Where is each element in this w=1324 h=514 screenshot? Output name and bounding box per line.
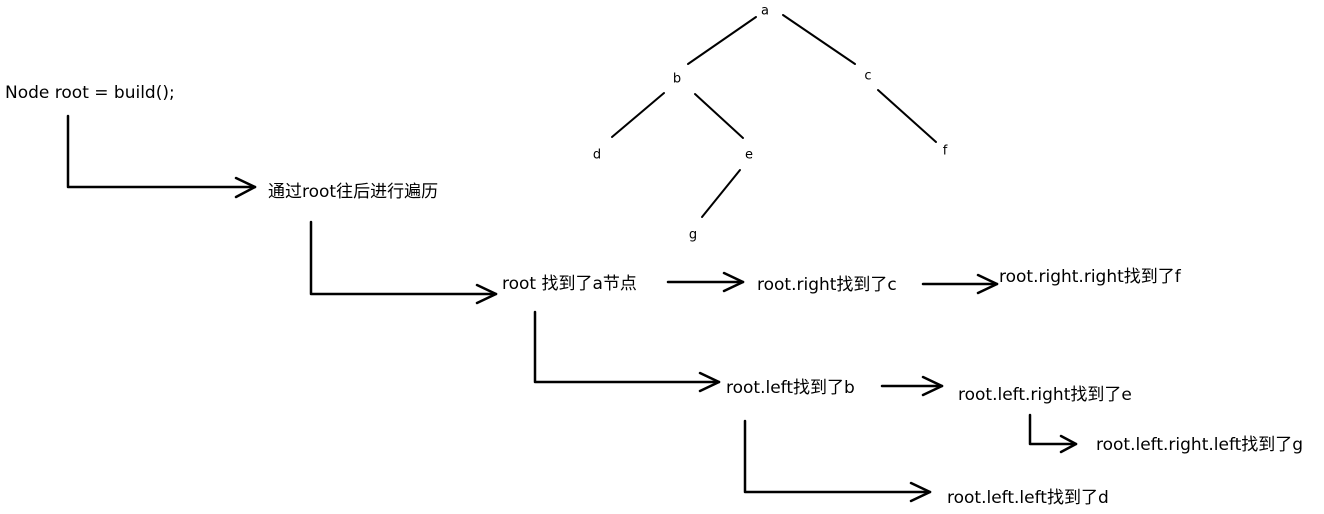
flow-arrowhead-root-a-to-right-c [722,271,745,293]
tree-edge-c-f [877,89,937,143]
flow-label-left-right-e: root.left.right找到了e [958,385,1132,405]
tree-node-b: b [672,71,682,87]
tree-edge-a-c [782,14,856,65]
flow-label-start: Node root = build(); [5,83,175,103]
flow-arrowhead-root-a-to-left-b [698,371,721,393]
flow-arrow-traverse-to-root-a [309,220,498,296]
flow-label-root-a: root 找到了a节点 [502,274,637,294]
flow-arrowhead-left-right-e-to-left-right-left-g [1059,434,1078,454]
flow-label-right-right-f: root.right.right找到了f [999,267,1181,287]
flow-arrowhead-left-b-to-left-right-e [921,375,944,397]
tree-node-g: g [688,227,698,243]
flow-arrowhead-traverse-to-root-a [475,283,498,305]
tree-edge-a-b [687,16,757,65]
flow-arrowhead-start-to-traverse [234,176,257,199]
flow-label-right-c: root.right找到了c [757,275,897,295]
flow-arrowhead-right-c-to-right-right-f [976,273,999,295]
tree-node-d: d [592,147,602,163]
flow-arrowhead-left-b-to-left-left-d [909,481,932,503]
tree-node-e: e [745,147,753,163]
flow-label-left-b: root.left找到了b [726,378,855,398]
tree-edge-e-g [701,169,741,218]
tree-node-c: c [864,68,872,84]
flow-arrow-left-b-to-left-left-d [743,419,932,494]
tree-edge-b-e [694,93,744,139]
flow-label-left-left-d: root.left.left找到了d [947,488,1109,508]
tree-node-f: f [942,143,948,159]
flow-label-traverse: 通过root往后进行遍历 [268,182,439,202]
flow-label-left-right-left-g: root.left.right.left找到了g [1096,435,1304,455]
tree-node-a: a [761,3,769,19]
tree-edge-b-d [611,92,665,138]
flow-arrow-left-right-e-to-left-right-left-g [1028,413,1078,446]
flow-arrow-start-to-traverse [66,114,257,189]
flow-arrow-root-a-to-left-b [533,310,721,384]
